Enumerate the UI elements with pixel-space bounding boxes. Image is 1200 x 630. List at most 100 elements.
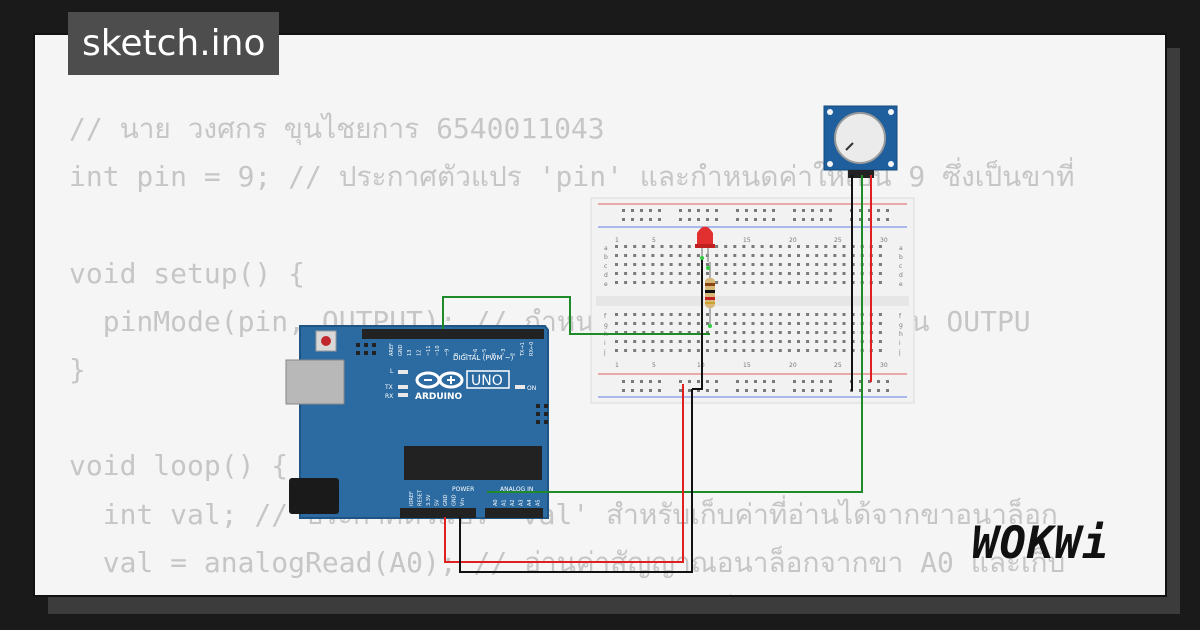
breadboard-hole: [815, 340, 819, 343]
breadboard-hole: [669, 340, 673, 343]
breadboard-hole: [669, 313, 673, 316]
breadboard-hole: [760, 322, 764, 325]
breadboard-col-number: 5: [652, 362, 656, 369]
breadboard-hole: [733, 322, 737, 325]
pin-label-power: GND: [443, 494, 449, 506]
breadboard-hole: [797, 340, 800, 343]
breadboard-hole: [878, 340, 882, 343]
breadboard-hole: [763, 389, 766, 392]
breadboard-hole: [878, 272, 882, 275]
wokwi-logo: WOKWi: [972, 518, 1110, 569]
breadboard-hole: [706, 209, 709, 212]
breadboard-hole: [815, 331, 819, 334]
breadboard-hole: [811, 380, 814, 383]
breadboard-hole: [842, 313, 846, 316]
breadboard-hole: [751, 263, 755, 266]
breadboard-hole: [833, 322, 837, 325]
breadboard-hole: [649, 380, 652, 383]
breadboard-hole: [772, 209, 775, 212]
wire-gnd: [459, 389, 693, 573]
code-line: val = analogRead(A0); // อ่านค่าสัญญาณอน…: [69, 545, 1066, 579]
breadboard-hole: [660, 313, 664, 316]
breadboard-hole: [787, 254, 791, 257]
breadboard-hole: [679, 389, 682, 392]
breadboard-hole: [851, 254, 855, 257]
breadboard-hole: [742, 349, 746, 352]
breadboard-row-letter: d: [604, 272, 608, 279]
breadboard-row-letter: c: [899, 263, 902, 270]
breadboard-hole: [706, 313, 709, 316]
breadboard-hole: [868, 209, 871, 212]
breadboard-hole: [678, 349, 682, 352]
breadboard-row-letter: c: [604, 263, 607, 270]
breadboard-hole: [642, 281, 646, 284]
breadboard-hole: [787, 313, 791, 316]
breadboard-hole: [842, 340, 846, 343]
breadboard-hole: [687, 281, 691, 284]
breadboard-hole: [715, 380, 718, 383]
breadboard-hole: [886, 209, 889, 212]
breadboard-hole: [851, 281, 855, 284]
breadboard-hole: [633, 349, 637, 352]
breadboard-hole: [633, 340, 637, 343]
breadboard-hole: [715, 322, 719, 325]
breadboard-hole: [824, 349, 828, 352]
breadboard-hole: [778, 254, 782, 257]
breadboard-col-number: 20: [789, 362, 797, 369]
breadboard-hole: [669, 331, 673, 334]
breadboard-hole: [833, 340, 837, 343]
breadboard-hole: [633, 245, 637, 248]
digital-label: DIGITAL (PWM ~): [453, 354, 514, 362]
breadboard-hole: [769, 272, 773, 275]
uno-label: UNO: [471, 373, 503, 389]
breadboard-hole: [851, 331, 855, 334]
breadboard-hole: [793, 209, 796, 212]
analog-label: ANALOG IN: [500, 486, 533, 493]
breadboard-hole: [687, 263, 691, 266]
breadboard-hole: [751, 340, 755, 343]
breadboard-hole: [751, 322, 755, 325]
pin-label-digital: ~3: [501, 349, 507, 356]
breadboard-hole: [815, 313, 819, 316]
breadboard-hole: [811, 209, 814, 212]
breadboard-hole: [877, 218, 880, 221]
breadboard-row-letter: h: [899, 331, 903, 338]
code-line: void loop() {: [69, 449, 289, 483]
breadboard-hole: [760, 245, 764, 248]
breadboard-hole: [669, 281, 673, 284]
breadboard-hole: [624, 322, 628, 325]
pin-label-power: 3.3V: [426, 494, 432, 506]
breadboard-hole: [622, 209, 625, 212]
breadboard-hole: [742, 322, 746, 325]
breadboard-hole: [651, 340, 655, 343]
breadboard-hole: [633, 263, 637, 266]
pin-label-digital: ~10: [435, 345, 441, 356]
breadboard-hole: [886, 380, 889, 383]
breadboard-hole: [833, 331, 837, 334]
breadboard-hole: [797, 254, 800, 257]
breadboard-hole: [787, 245, 791, 248]
breadboard-hole: [760, 272, 764, 275]
breadboard-hole: [868, 380, 871, 383]
breadboard-hole: [742, 263, 746, 266]
breadboard-hole: [745, 209, 748, 212]
breadboard-row-letter: b: [604, 254, 608, 261]
breadboard-hole: [706, 340, 709, 343]
breadboard-hole: [851, 340, 855, 343]
breadboard-hole: [772, 389, 775, 392]
breadboard-hole: [631, 209, 634, 212]
breadboard-hole: [778, 340, 782, 343]
breadboard-hole: [624, 313, 628, 316]
breadboard-hole: [696, 313, 700, 316]
breadboard-hole: [793, 389, 796, 392]
breadboard-hole: [824, 331, 828, 334]
wire-led-gnd: [692, 258, 703, 390]
breadboard-hole: [736, 380, 739, 383]
breadboard-hole: [760, 340, 764, 343]
breadboard-hole: [851, 263, 855, 266]
breadboard-hole: [787, 272, 791, 275]
breadboard-hole: [778, 263, 782, 266]
code-line: // นาย วงศกร ขุนไชยการ 6540011043: [69, 112, 605, 145]
breadboard-hole: [851, 313, 855, 316]
breadboard-hole: [842, 254, 846, 257]
